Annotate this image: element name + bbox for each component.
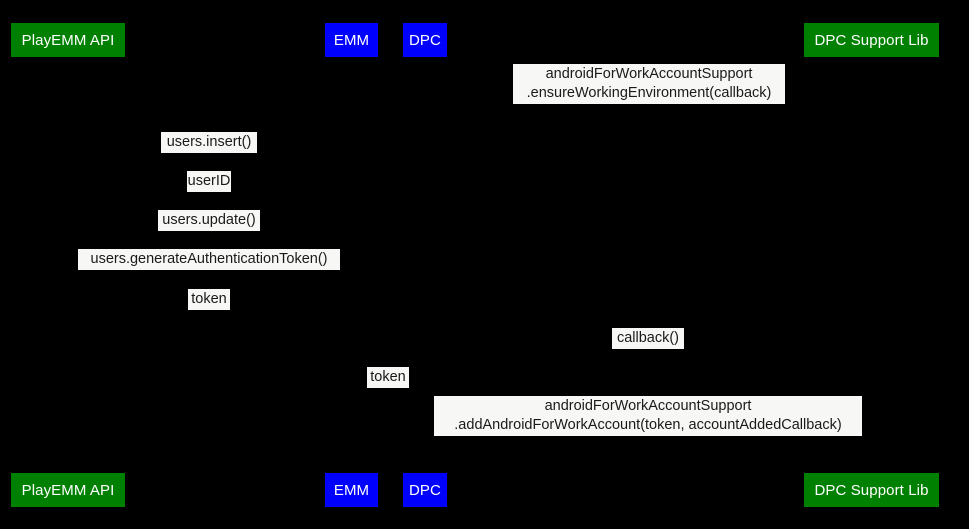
message-text-line: .ensureWorkingEnvironment(callback): [526, 85, 772, 101]
message-label-generate-authentication-token: users.generateAuthenticationToken(): [78, 249, 340, 270]
message-label-add-android-for-work-account: androidForWorkAccountSupport .addAndroidF…: [434, 396, 862, 436]
footer-participant-dpc[interactable]: DPC: [403, 473, 447, 507]
participant-label: PlayEMM API: [21, 481, 115, 499]
message-arrow-add-android-for-work-account: [425, 436, 871, 437]
lifeline-dpc-support-lib: [871, 57, 872, 473]
participant-label: DPC Support Lib: [814, 31, 929, 49]
footer-participant-playemm-api[interactable]: PlayEMM API: [11, 473, 125, 507]
lifeline-playemm-api: [68, 57, 69, 473]
message-label-token-to-dpc: token: [367, 367, 409, 388]
message-label-users-update: users.update(): [158, 210, 260, 231]
lifeline-dpc: [425, 57, 426, 473]
footer-participant-emm[interactable]: EMM: [325, 473, 378, 507]
message-label-users-insert: users.insert(): [161, 132, 257, 153]
header-participant-emm[interactable]: EMM: [325, 23, 378, 57]
lifeline-emm: [351, 57, 352, 473]
header-participant-dpc-support-lib[interactable]: DPC Support Lib: [804, 23, 939, 57]
header-participant-dpc[interactable]: DPC: [403, 23, 447, 57]
message-arrow-users-insert: [68, 153, 351, 154]
message-label-ensure-working-environment: androidForWorkAccountSupport .ensureWorki…: [513, 64, 785, 104]
message-text-line: token: [191, 291, 227, 307]
message-arrow-token-to-emm: [68, 310, 351, 311]
participant-label: PlayEMM API: [21, 31, 115, 49]
message-arrow-ensure-working-environment: [425, 104, 871, 105]
message-text-line: users.update(): [162, 212, 256, 228]
participant-label: DPC Support Lib: [814, 481, 929, 499]
message-arrow-callback: [425, 349, 871, 350]
message-text-line: callback(): [616, 330, 680, 346]
message-arrow-users-update: [68, 231, 351, 232]
header-participant-playemm-api[interactable]: PlayEMM API: [11, 23, 125, 57]
message-text-line: token: [370, 369, 406, 385]
message-text-line: androidForWorkAccountSupport: [544, 398, 752, 414]
message-label-token-to-emm: token: [188, 289, 230, 310]
message-text-line: .addAndroidForWorkAccount(token, account…: [454, 417, 842, 433]
message-label-callback: callback(): [612, 328, 684, 349]
footer-participant-dpc-support-lib[interactable]: DPC Support Lib: [804, 473, 939, 507]
message-text-line: users.generateAuthenticationToken(): [90, 251, 328, 267]
participant-label: DPC: [409, 31, 441, 49]
message-label-user-id: userID: [187, 171, 231, 192]
message-arrow-token-to-dpc: [351, 388, 425, 389]
participant-label: EMM: [333, 31, 370, 49]
message-arrow-user-id: [68, 192, 351, 193]
participant-label: EMM: [333, 481, 370, 499]
message-text-line: userID: [187, 173, 231, 189]
message-text-line: users.insert(): [166, 134, 252, 150]
message-text-line: androidForWorkAccountSupport: [545, 66, 753, 82]
message-arrow-generate-authentication-token: [68, 270, 351, 271]
participant-label: DPC: [409, 481, 441, 499]
